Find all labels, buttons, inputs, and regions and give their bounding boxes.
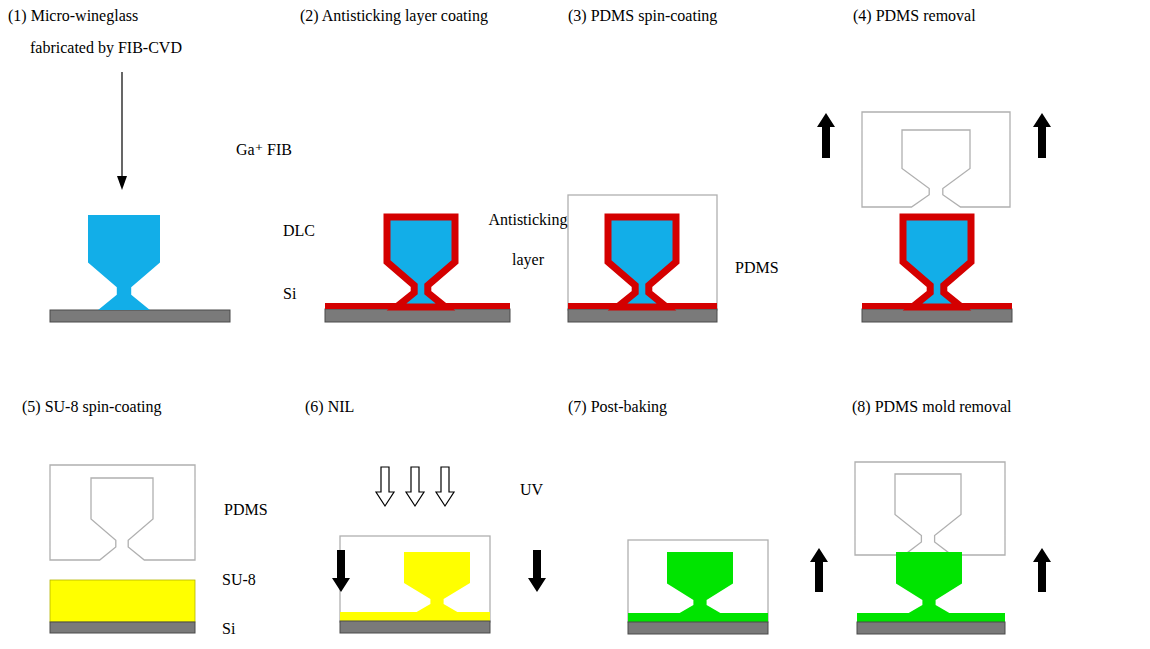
fib-arrowhead xyxy=(117,176,127,190)
material-label: DLC xyxy=(283,221,315,241)
pdms-mold xyxy=(628,540,768,622)
su8-layer xyxy=(50,580,195,622)
si-substrate xyxy=(50,622,195,633)
wineglass xyxy=(404,552,470,614)
si-substrate xyxy=(862,309,1012,322)
motion-arrow xyxy=(528,550,546,592)
step-title: (8) PDMS mold removal xyxy=(852,397,1012,417)
wineglass xyxy=(667,552,733,615)
step-title: (7) Post-baking xyxy=(568,397,667,417)
motion-arrow xyxy=(1033,548,1051,592)
beam-label: Ga⁺ FIB xyxy=(236,140,292,160)
coated-wineglass xyxy=(387,217,455,307)
step-title: (4) PDMS removal xyxy=(853,6,976,26)
material-label: PDMS xyxy=(735,258,779,278)
coated-wineglass xyxy=(903,217,971,307)
si-substrate xyxy=(857,622,1005,634)
coated-wineglass xyxy=(608,217,676,307)
si-substrate xyxy=(628,622,768,634)
material-label: PDMS xyxy=(224,500,268,520)
motion-arrow xyxy=(1033,113,1051,158)
uv-arrow xyxy=(376,467,394,506)
si-substrate xyxy=(340,621,490,633)
motion-arrow xyxy=(332,550,350,592)
step-title: (6) NIL xyxy=(305,397,354,417)
wineglass xyxy=(88,215,160,310)
si-substrate xyxy=(50,310,230,322)
uv-arrow xyxy=(406,467,424,506)
pdms-mold xyxy=(862,112,1010,207)
step-title: (3) PDMS spin-coating xyxy=(568,6,717,26)
pdms-mold xyxy=(50,465,195,560)
material-label: SU-8 xyxy=(222,570,256,590)
pdms-mold xyxy=(855,462,1005,555)
process-label: UV xyxy=(520,480,543,500)
uv-arrow xyxy=(436,467,454,506)
fib-beam xyxy=(121,72,122,178)
material-label: Antisticking layer xyxy=(480,200,576,280)
pdms-layer xyxy=(568,195,717,310)
si-substrate xyxy=(325,309,510,322)
material-label: Si xyxy=(222,619,235,639)
step-subtitle: fabricated by FIB-CVD xyxy=(30,38,182,58)
step-title: (1) Micro-wineglass xyxy=(8,6,138,26)
step-title: (5) SU-8 spin-coating xyxy=(22,397,162,417)
motion-arrow xyxy=(817,113,835,158)
motion-arrow xyxy=(810,548,828,592)
wineglass xyxy=(896,552,962,615)
step-title: (2) Antisticking layer coating xyxy=(300,6,488,26)
material-label: Si xyxy=(283,284,296,304)
si-substrate xyxy=(568,309,717,322)
pdms-mold xyxy=(340,536,490,622)
